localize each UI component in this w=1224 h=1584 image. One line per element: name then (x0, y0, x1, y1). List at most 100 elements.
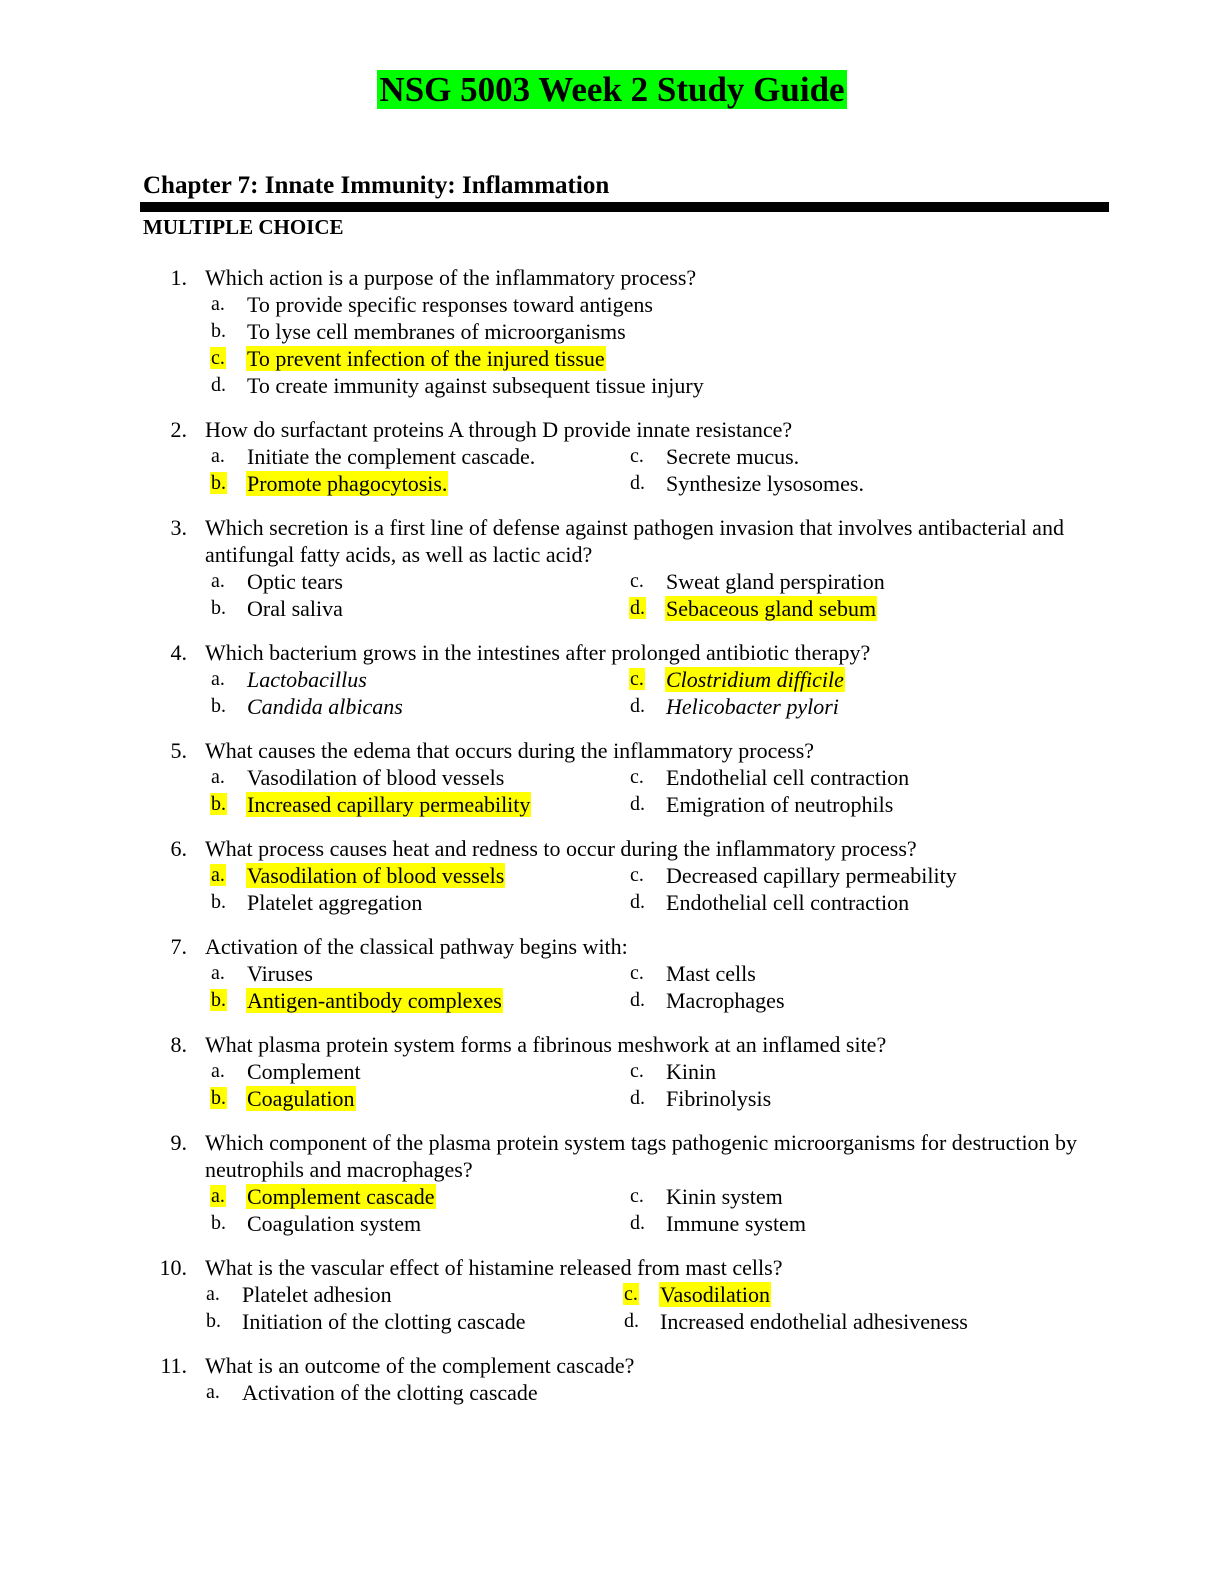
option-letter-text: a. (211, 570, 225, 592)
question-text: What causes the edema that occurs during… (205, 738, 815, 763)
option-letter-text: c. (630, 766, 644, 788)
answer-option: a.Viruses (210, 960, 629, 987)
option-text-value: Optic tears (247, 569, 343, 594)
option-letter-text: d. (630, 472, 645, 494)
option-letter: c. (629, 443, 665, 470)
option-text: Vasodilation of blood vessels (246, 764, 505, 791)
option-letter: c. (629, 1058, 665, 1085)
option-text: Antigen-antibody complexes (246, 987, 503, 1014)
option-letter: c. (629, 666, 665, 693)
option-text: Synthesize lysosomes. (665, 470, 865, 497)
question-4: 4.Which bacterium grows in the intestine… (0, 639, 1224, 720)
option-text: Complement (246, 1058, 362, 1085)
option-letter: d. (629, 693, 665, 720)
option-text-value: Activation of the clotting cascade (242, 1380, 538, 1405)
option-letter-text: a. (206, 1381, 220, 1403)
answer-option: a.To provide specific responses toward a… (210, 291, 1070, 318)
option-letter-text: d. (630, 891, 645, 913)
question-line: 11.What is an outcome of the complement … (0, 1352, 1224, 1379)
option-letter: b. (210, 318, 246, 345)
option-text: Immune system (665, 1210, 807, 1237)
option-letter: a. (210, 568, 246, 595)
option-text-value: Coagulation (246, 1086, 356, 1111)
option-text-value: Antigen-antibody complexes (246, 988, 503, 1013)
option-letter-text: a. (210, 1185, 226, 1207)
answer-option: a. Optic tears (210, 568, 629, 595)
question-number: 2. (170, 417, 188, 442)
option-letter: b. (210, 987, 246, 1014)
question-text: What is the vascular effect of histamine… (205, 1255, 783, 1280)
option-letter: d. (629, 470, 665, 497)
option-letter: a. (210, 1058, 246, 1085)
question-number: 6. (170, 836, 188, 861)
option-text-value: Fibrinolysis (666, 1086, 772, 1111)
question-line: 5.What causes the edema that occurs duri… (0, 737, 1224, 764)
answer-options: a. Activation of the clotting cascade (205, 1379, 1224, 1406)
option-text: Vasodilation (659, 1281, 771, 1308)
question-line: 10.What is the vascular effect of histam… (0, 1254, 1224, 1281)
answer-option: c.Endothelial cell contraction (629, 764, 1069, 791)
question-text: What process causes heat and redness to … (205, 836, 917, 861)
option-letter: a. (210, 291, 246, 318)
option-text-value: Complement (247, 1059, 361, 1084)
option-text-value: Clostridium difficile (665, 667, 845, 692)
answer-option: a.Lactobacillus (210, 666, 629, 693)
answer-option: d. Synthesize lysosomes. (629, 470, 1069, 497)
option-text-value: Mast cells (666, 961, 756, 986)
option-text: To lyse cell membranes of microorganisms (246, 318, 627, 345)
option-letter-text: d. (630, 793, 645, 815)
question-line: 7. Activation of the classical pathway be… (0, 933, 1224, 960)
option-text: Increased capillary permeability (246, 791, 532, 818)
option-text: Secrete mucus. (665, 443, 800, 470)
question-10: 10.What is the vascular effect of histam… (0, 1254, 1224, 1335)
option-letter-text: b. (211, 320, 226, 342)
option-letter-text: c. (629, 668, 645, 690)
question-text: Activation of the classical pathway begi… (205, 934, 628, 959)
option-letter: d. (629, 595, 665, 622)
option-text-value: Viruses (247, 961, 313, 986)
option-letter: a. (210, 666, 246, 693)
question-9: 9.Which component of the plasma protein … (0, 1129, 1224, 1237)
option-text-value: Oral saliva (247, 596, 343, 621)
question-line: 4.Which bacterium grows in the intestine… (0, 639, 1224, 666)
answer-option: c.Secrete mucus. (629, 443, 1069, 470)
option-text: Optic tears (246, 568, 344, 595)
option-text-value: Increased capillary permeability (246, 792, 532, 817)
option-text: Candida albicans (246, 693, 404, 720)
option-text: Kinin system (665, 1183, 784, 1210)
question-text: What is an outcome of the complement cas… (205, 1353, 635, 1378)
option-text: To provide specific responses toward ant… (246, 291, 654, 318)
question-number: 7. (170, 934, 188, 959)
question-list: 1.Which action is a purpose of the infla… (0, 264, 1224, 1423)
option-letter: b. (210, 470, 246, 497)
option-letter-text: b. (210, 989, 227, 1011)
option-letter-text: d. (630, 1212, 645, 1234)
answer-option-correct: b. Antigen-antibody complexes (210, 987, 629, 1014)
option-letter-text: a. (211, 445, 225, 467)
question-11: 11.What is an outcome of the complement … (0, 1352, 1224, 1406)
question-number: 1. (170, 265, 188, 290)
option-letter: d. (629, 1210, 665, 1237)
option-text-value: Macrophages (666, 988, 785, 1013)
option-letter-text: d. (630, 1087, 645, 1109)
option-letter-text: c. (630, 864, 644, 886)
question-line: 9.Which component of the plasma protein … (0, 1129, 1224, 1183)
option-letter: c. (629, 960, 665, 987)
answer-option-correct: a.Vasodilation of blood vessels (210, 862, 629, 889)
option-letter: c. (629, 862, 665, 889)
option-text-value: Candida albicans (247, 694, 403, 719)
option-letter-text: c. (630, 1185, 644, 1207)
option-text-value: Decreased capillary permeability (666, 863, 957, 888)
answer-option: d. Immune system (629, 1210, 1069, 1237)
answer-option: b.Coagulation system (210, 1210, 629, 1237)
question-text: Which bacterium grows in the intestines … (205, 640, 871, 665)
option-letter-text: c. (623, 1283, 639, 1305)
option-letter-text: c. (210, 347, 226, 369)
option-letter-text: c. (630, 570, 644, 592)
option-letter: b. (210, 889, 246, 916)
answer-options: a.To provide specific responses toward a… (210, 291, 1224, 399)
option-text: To prevent infection of the injured tiss… (246, 345, 606, 372)
